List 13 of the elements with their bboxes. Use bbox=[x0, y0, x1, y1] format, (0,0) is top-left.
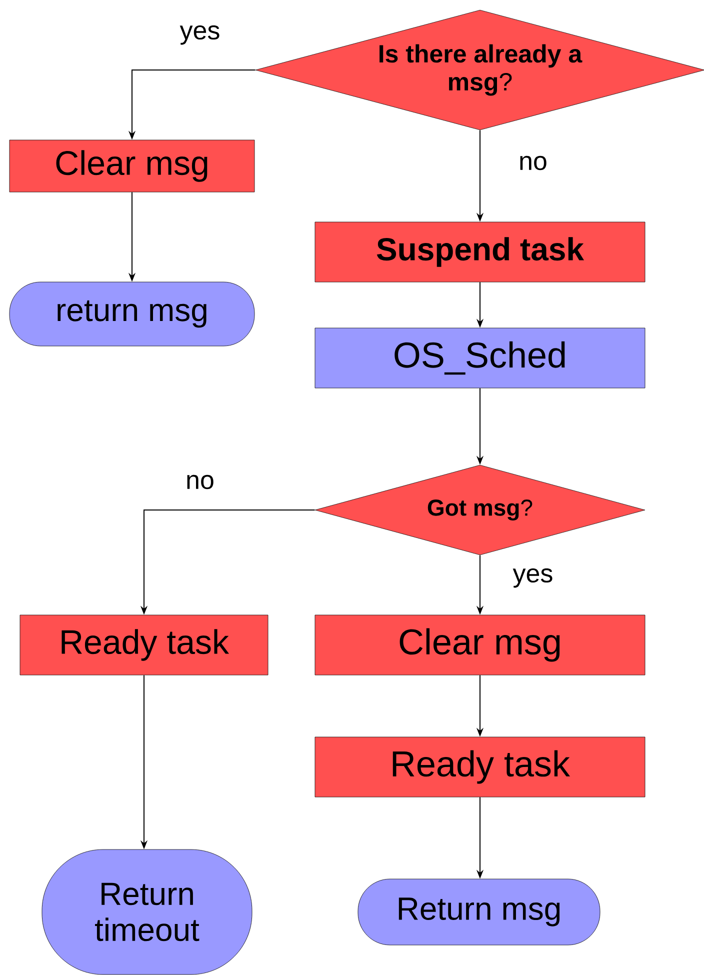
process-box: Suspend task bbox=[314, 222, 646, 282]
edge-label: no bbox=[187, 474, 214, 490]
terminal-box: Return msg bbox=[358, 878, 600, 946]
edge-label: yes bbox=[512, 568, 552, 588]
process-box: Ready task bbox=[314, 736, 646, 798]
process-box: Ready task bbox=[20, 614, 268, 676]
process-box: OS_Sched bbox=[314, 328, 646, 388]
process-box: Clear msg bbox=[9, 140, 255, 192]
process-box: Clear msg bbox=[314, 614, 646, 676]
edge-label: yes bbox=[180, 25, 220, 45]
terminal-box: Return timeout bbox=[42, 849, 252, 975]
terminal-box: return msg bbox=[9, 282, 255, 346]
edge-label: no bbox=[520, 156, 546, 170]
